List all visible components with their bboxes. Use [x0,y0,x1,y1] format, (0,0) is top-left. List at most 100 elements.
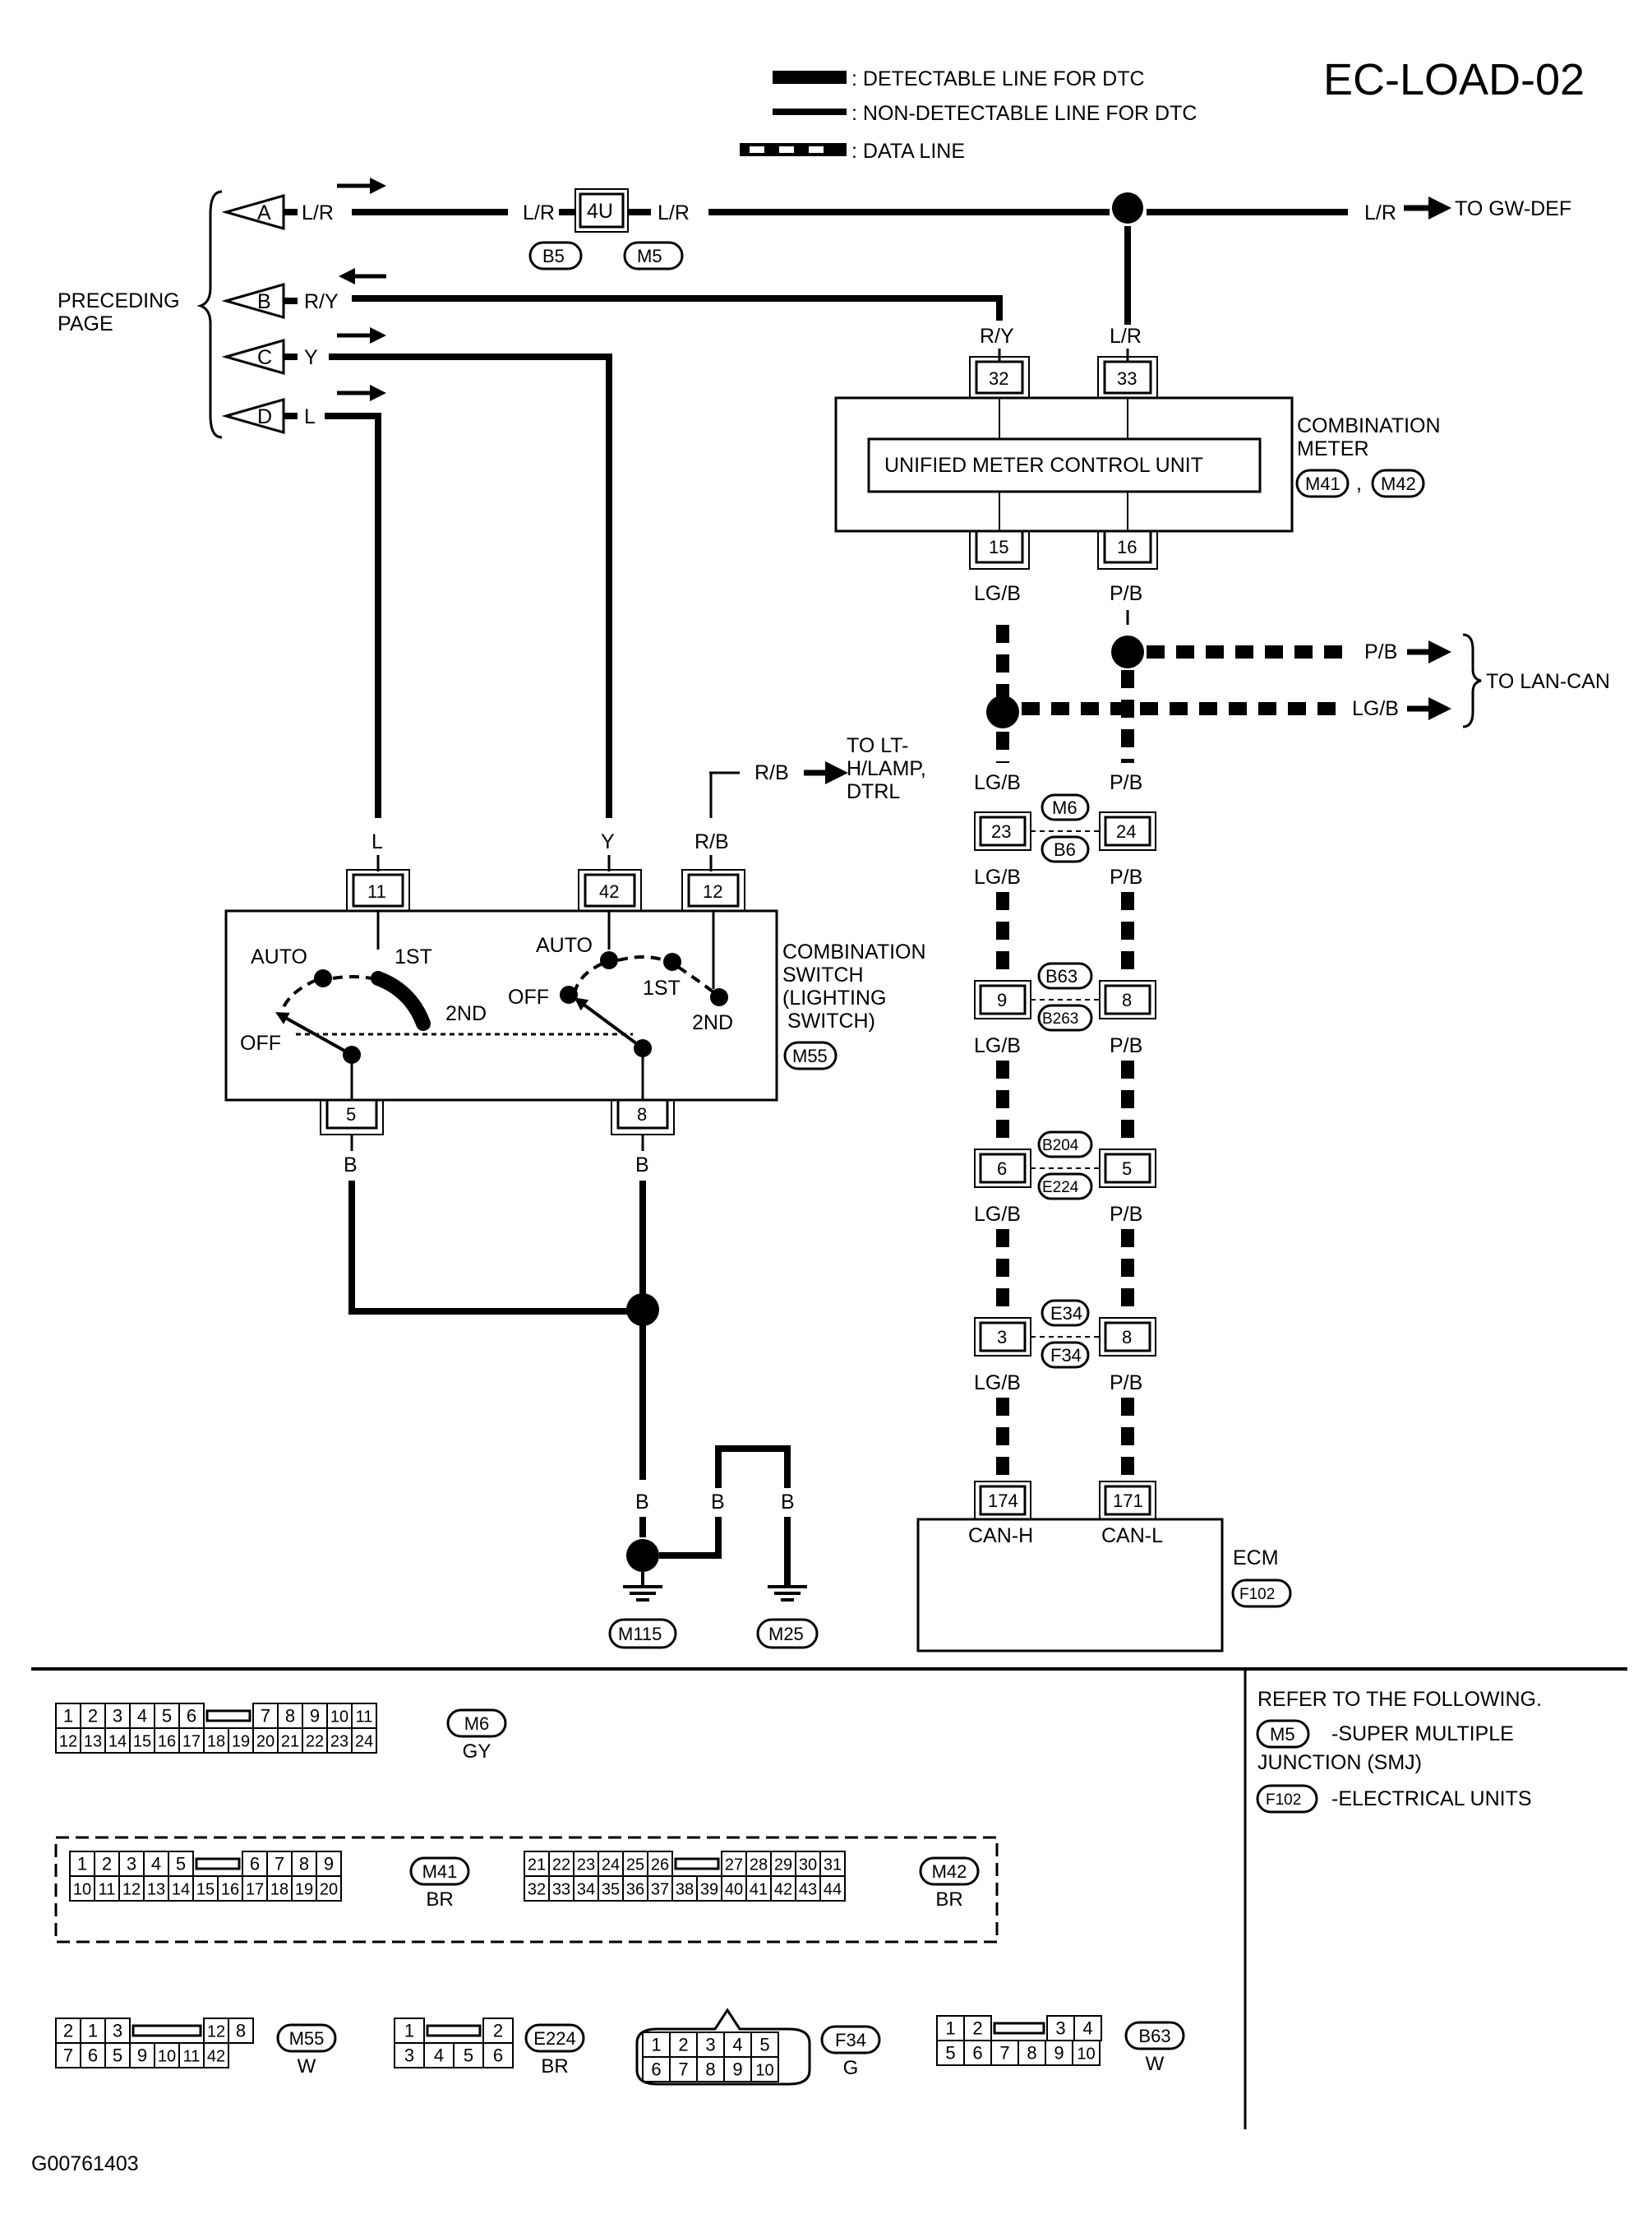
connector-pin-cell [178,1727,205,1754]
position-2nd-label: 2ND [692,1011,733,1034]
connector-tag-m42-label: M42 [1381,474,1416,494]
connector-pin-number: 18 [207,1733,225,1751]
wire-label-rb: R/B [694,830,729,853]
connector-tab-c [221,339,285,375]
connector-tag-m42 [1371,469,1425,498]
connector-face-name: F34 [835,2030,866,2050]
legend-detectable: : DETECTABLE LINE FOR DTC [851,67,1145,90]
splice-dot [986,696,1019,728]
wire-label-lgb: LG/B [974,582,1021,605]
pin-171-label: 171 [1113,1491,1143,1511]
connector-tag-b5 [528,241,583,270]
connector-pin-number: 4 [151,1854,161,1874]
connector-pin-number: 38 [676,1881,694,1899]
preceding-page-label-line2: PAGE [58,312,113,335]
pin-9: 9 [997,990,1007,1010]
connector-pin-number: 11 [356,1708,373,1726]
inline-connector-m6-b6: 23 24 M6 B6 LG/B P/B [974,793,1156,889]
connector-pin-number: 7 [275,1854,284,1874]
connector-pin-number: 8 [285,1706,295,1726]
connector-tag-m55 [783,1041,838,1070]
pin-12 [687,873,740,908]
switch-contact-1st [663,953,681,971]
connector-pin-cell [721,1851,747,1877]
wire-label-ry: R/Y [304,290,339,313]
connector-tag-m41-label: M41 [1305,474,1341,494]
refer-item1-line2: JUNCTION (SMJ) [1257,1751,1422,1774]
connector-pin-cell [963,2040,992,2066]
can-l-label: CAN-L [1101,1524,1163,1547]
connector-pin-cell [351,1703,377,1729]
connector-pin-number: 6 [972,2043,982,2064]
pin-24: 24 [1116,821,1136,842]
wire-label-lr: L/R [302,201,334,224]
wire-label-b: B [635,1491,649,1514]
to-lt-line2: H/LAMP, [847,757,926,780]
connector-pin-number: 12 [59,1733,77,1751]
legend-non-detectable: : NON-DETECTABLE LINE FOR DTC [851,102,1197,125]
connector-pin-cell [819,1875,846,1902]
connector-tag-f34: F34 [1050,1345,1082,1366]
connector-pin-number: 7 [999,2043,1009,2064]
switch-contact-2nd [371,971,431,1031]
connector-pin-number: 36 [626,1881,644,1899]
connector-face-name: M42 [932,1861,967,1882]
connector-face-color: W [1146,2053,1165,2075]
connector-tag-m5-label: M5 [637,246,662,266]
pin-8: 8 [1122,1327,1132,1347]
connector-pin-number: 9 [732,2059,742,2080]
wire-label-y: Y [304,346,318,369]
connector-pin-cell [990,2040,1019,2066]
tab-a-label: A [257,201,271,224]
tab-d-label: D [257,405,272,428]
connector-face-tag [409,1856,470,1886]
legend: : DETECTABLE LINE FOR DTC : NON-DETECTAB… [740,67,1197,163]
connector-pin-cell [795,1875,821,1902]
combination-switch-label-line2: SWITCH [782,964,864,987]
connector-pin-cell [1045,2040,1073,2066]
refer-block: REFER TO THE FOLLOWING. M5 -SUPER MULTIP… [1256,1688,1542,1814]
connector-face-name: M41 [422,1861,458,1882]
connector-separator: , [1356,472,1362,495]
wire-label-ry: R/Y [980,325,1014,348]
connector-pin-number: 6 [651,2059,661,2080]
wire-label-lgb: LG/B [1352,697,1399,720]
to-gw-def-label: TO GW-DEF [1455,197,1571,220]
connector-pin-number: 1 [63,1706,73,1726]
ecm-label: ECM [1233,1546,1279,1569]
connector-pin-cell [669,2056,698,2082]
connector-face-color: BR [541,2055,568,2078]
connector-pin-cell [143,1851,169,1877]
connector-pin-number: 42 [774,1881,792,1899]
connector-pin-number: 7 [63,2045,73,2066]
connector-pin-cell [302,1703,328,1729]
ground-tag-m115 [608,1618,677,1649]
connector-pin-number: 13 [84,1733,102,1751]
connector-pin-cell [168,1851,194,1877]
connector-pin-cell [316,1875,342,1902]
connector-pin-cell [192,1875,219,1902]
pin-6: 6 [997,1158,1007,1179]
connector-pin-cell [154,1727,180,1754]
connector-face-tag [446,1708,507,1738]
connector-pin-cell [129,2042,155,2068]
connector-pin-number: 10 [73,1881,91,1899]
splice-dot [1112,192,1143,224]
connector-pin-number: 7 [678,2059,688,2080]
ecm-box [916,1518,1224,1652]
non-detectable-line-swatch [773,109,847,115]
connector-pin-cell [203,1727,229,1754]
connector-pin-cell [242,1875,268,1902]
wire-label-pb: P/B [1110,771,1142,794]
connector-pin-number: 44 [824,1881,842,1899]
connector-pin-cell [745,1851,772,1877]
connector-pin-cell [394,2042,425,2068]
connector-pin-number: 33 [552,1881,570,1899]
inline-connector-b204-e224: 6 5 B204 E224 LG/B P/B [974,1130,1156,1226]
connector-pin-number: 2 [493,2021,503,2041]
connector-pin-number: 6 [88,2045,98,2066]
connector-pin-number: 10 [755,2062,773,2080]
connector-pin-number: 14 [172,1881,190,1899]
connector-pin-number: 4 [732,2035,742,2055]
connector-lock-tab [993,2022,1045,2035]
